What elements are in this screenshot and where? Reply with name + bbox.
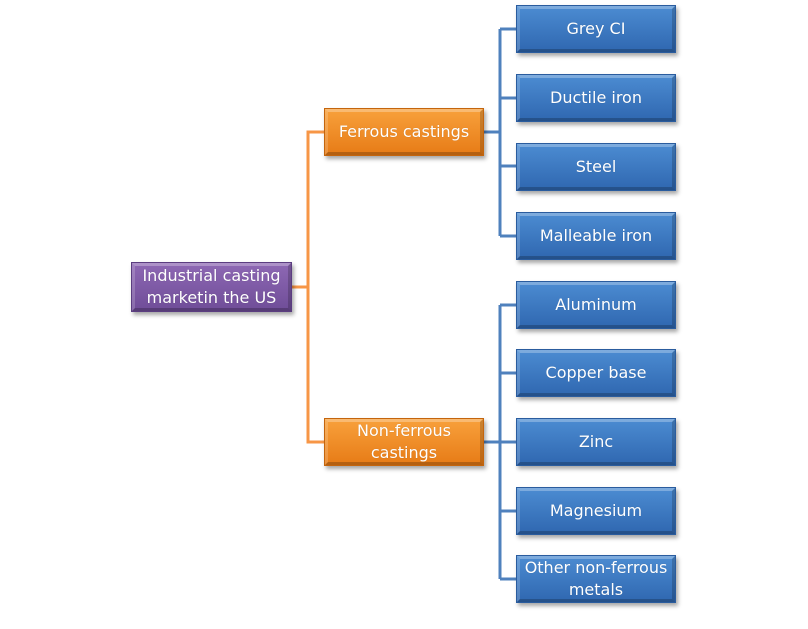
leaf-node-malleable-iron: Malleable iron <box>516 212 676 260</box>
leaf-node-aluminum: Aluminum <box>516 281 676 329</box>
leaf-node-steel: Steel <box>516 143 676 191</box>
branch-node-nonferrous: Non-ferrous castings <box>324 418 484 466</box>
leaf-node-label: Steel <box>575 157 617 176</box>
leaf-node-copper-base: Copper base <box>516 349 676 397</box>
leaf-node-label: Malleable iron <box>539 226 653 245</box>
leaf-node-other-nonferrous: Other non-ferrous metals <box>516 555 676 603</box>
leaf-node-zinc: Zinc <box>516 418 676 466</box>
leaf-node-label: Magnesium <box>549 501 643 520</box>
leaf-node-label: Ductile iron <box>550 88 642 107</box>
branch-node-label: Non-ferrous castings <box>357 421 451 462</box>
leaf-node-label: Zinc <box>578 432 614 451</box>
connector-root-ferrous <box>292 130 324 289</box>
leaf-node-label: Other non-ferrous metals <box>524 558 668 599</box>
connector-root-nonferrous <box>306 287 324 444</box>
root-node-label: Industrial casting marketin the US <box>142 266 281 307</box>
leaf-node-grey-ci: Grey CI <box>516 5 676 53</box>
branch-node-label: Ferrous castings <box>338 122 470 141</box>
connector-nonferrous-children <box>484 303 516 581</box>
leaf-node-label: Aluminum <box>555 295 637 314</box>
leaf-node-label: Grey CI <box>566 19 626 38</box>
leaf-node-label: Copper base <box>545 363 647 382</box>
leaf-node-magnesium: Magnesium <box>516 487 676 535</box>
leaf-node-ductile-iron: Ductile iron <box>516 74 676 122</box>
branch-node-ferrous: Ferrous castings <box>324 108 484 156</box>
connector-ferrous-children <box>484 27 516 238</box>
root-node: Industrial casting marketin the US <box>131 262 292 312</box>
